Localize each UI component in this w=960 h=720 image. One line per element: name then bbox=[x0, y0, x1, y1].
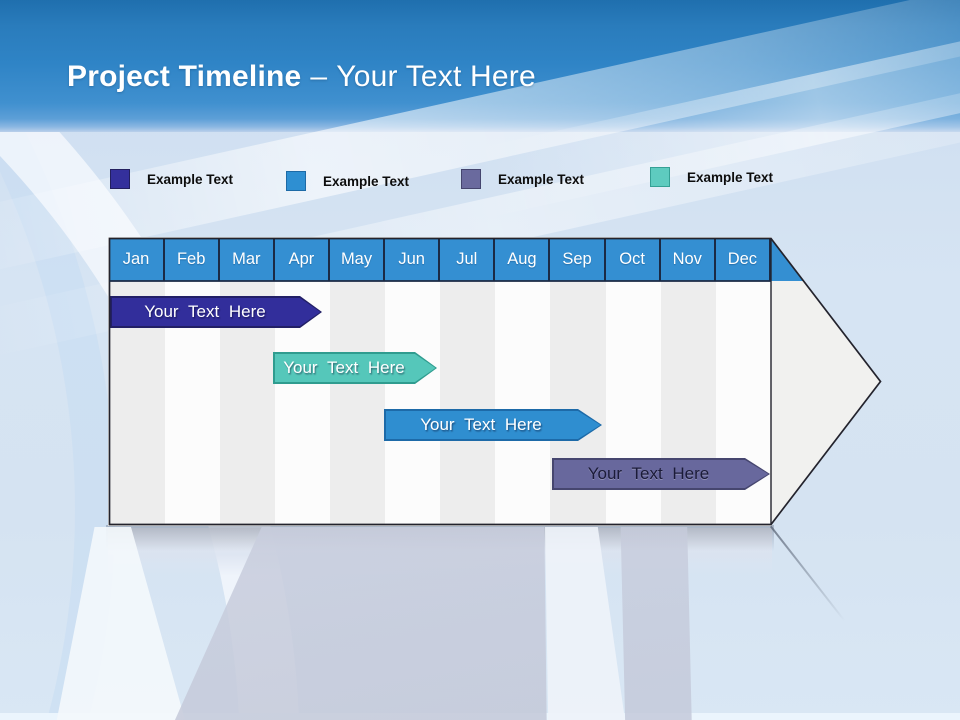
legend-item-3[interactable]: Example Text bbox=[461, 168, 584, 190]
column-stripe-aug bbox=[495, 281, 551, 525]
legend-label: Example Text bbox=[147, 171, 234, 187]
month-header-cell: Mar bbox=[219, 238, 275, 281]
timeline-bar-3-fill: Your Text Here bbox=[386, 411, 601, 440]
timeline-bar-2-fill: Your Text Here bbox=[275, 354, 436, 383]
timeline-arrow-outline bbox=[108, 237, 882, 526]
month-label: Sep bbox=[562, 250, 592, 269]
legend-item-1[interactable]: Example Text bbox=[110, 168, 233, 190]
legend-label: Example Text bbox=[323, 173, 410, 189]
legend-swatch-blue bbox=[286, 171, 306, 191]
timeline-bar-3[interactable]: Your Text Here bbox=[384, 409, 602, 441]
bar-label: Your Text Here bbox=[587, 464, 710, 483]
month-header-cell: Oct bbox=[605, 238, 661, 281]
legend-swatch-indigo bbox=[110, 169, 130, 189]
month-label: Mar bbox=[232, 250, 261, 269]
month-label: May bbox=[340, 250, 373, 269]
title-text: Project Timeline bbox=[67, 60, 302, 93]
timeline-bar-1-fill: Your Text Here bbox=[112, 298, 321, 327]
month-label: Jul bbox=[456, 250, 478, 269]
column-stripe-may bbox=[329, 281, 386, 525]
month-label: Feb bbox=[176, 250, 206, 269]
reflection-band bbox=[620, 527, 692, 720]
legend-label: Example Text bbox=[498, 171, 585, 187]
bar-label: Your Text Here bbox=[283, 358, 405, 377]
month-header-cell: Apr bbox=[274, 238, 330, 281]
month-header-cell: Jul bbox=[440, 238, 496, 281]
month-label: Apr bbox=[288, 250, 315, 269]
column-stripe-jun bbox=[385, 281, 441, 525]
month-header-cell: Aug bbox=[495, 238, 551, 281]
month-header-cell: Dec bbox=[715, 238, 771, 281]
legend-swatch-purple bbox=[461, 169, 481, 189]
month-header-cell: Jan bbox=[109, 238, 165, 281]
month-label: Jun bbox=[398, 250, 425, 269]
timeline-bar-1[interactable]: Your Text Here bbox=[110, 296, 322, 328]
month-header-cell: Feb bbox=[164, 238, 220, 281]
month-header-cell: Nov bbox=[660, 238, 716, 281]
bar-label: Your Text Here bbox=[144, 302, 266, 321]
title-placeholder-text: Your Text Here bbox=[336, 60, 536, 93]
timeline-bar-4[interactable]: Your Text Here bbox=[552, 458, 770, 490]
legend-item-4[interactable]: Example Text bbox=[650, 166, 773, 188]
timeline-bar-4-fill: Your Text Here bbox=[554, 460, 769, 489]
bar-label: Your Text Here bbox=[420, 415, 542, 434]
month-label: Nov bbox=[672, 250, 702, 269]
arrow-tip-reflection-line bbox=[770, 526, 846, 622]
legend-label: Example Text bbox=[687, 169, 774, 185]
column-stripe-jul bbox=[440, 281, 496, 525]
page-title[interactable]: Project Timeline–Your Text Here bbox=[67, 60, 536, 94]
month-header-cell: Jun bbox=[385, 238, 441, 281]
month-header-cell: May bbox=[329, 238, 386, 281]
legend-swatch-teal bbox=[650, 167, 670, 187]
timeline-arrow-body: Jan Feb Mar Apr May Jun Jul Aug Sep Oct … bbox=[108, 237, 881, 526]
legend-item-2[interactable]: Example Text bbox=[286, 170, 409, 192]
timeline-bar-2[interactable]: Your Text Here bbox=[273, 352, 437, 384]
month-label: Dec bbox=[727, 250, 758, 269]
month-label: Aug bbox=[507, 250, 537, 269]
month-label: Oct bbox=[619, 250, 645, 269]
month-header-cell: Sep bbox=[550, 238, 606, 281]
month-label: Jan bbox=[122, 250, 150, 269]
timeline-arrow: Jan Feb Mar Apr May Jun Jul Aug Sep Oct … bbox=[108, 237, 882, 526]
title-separator: – bbox=[310, 60, 328, 93]
